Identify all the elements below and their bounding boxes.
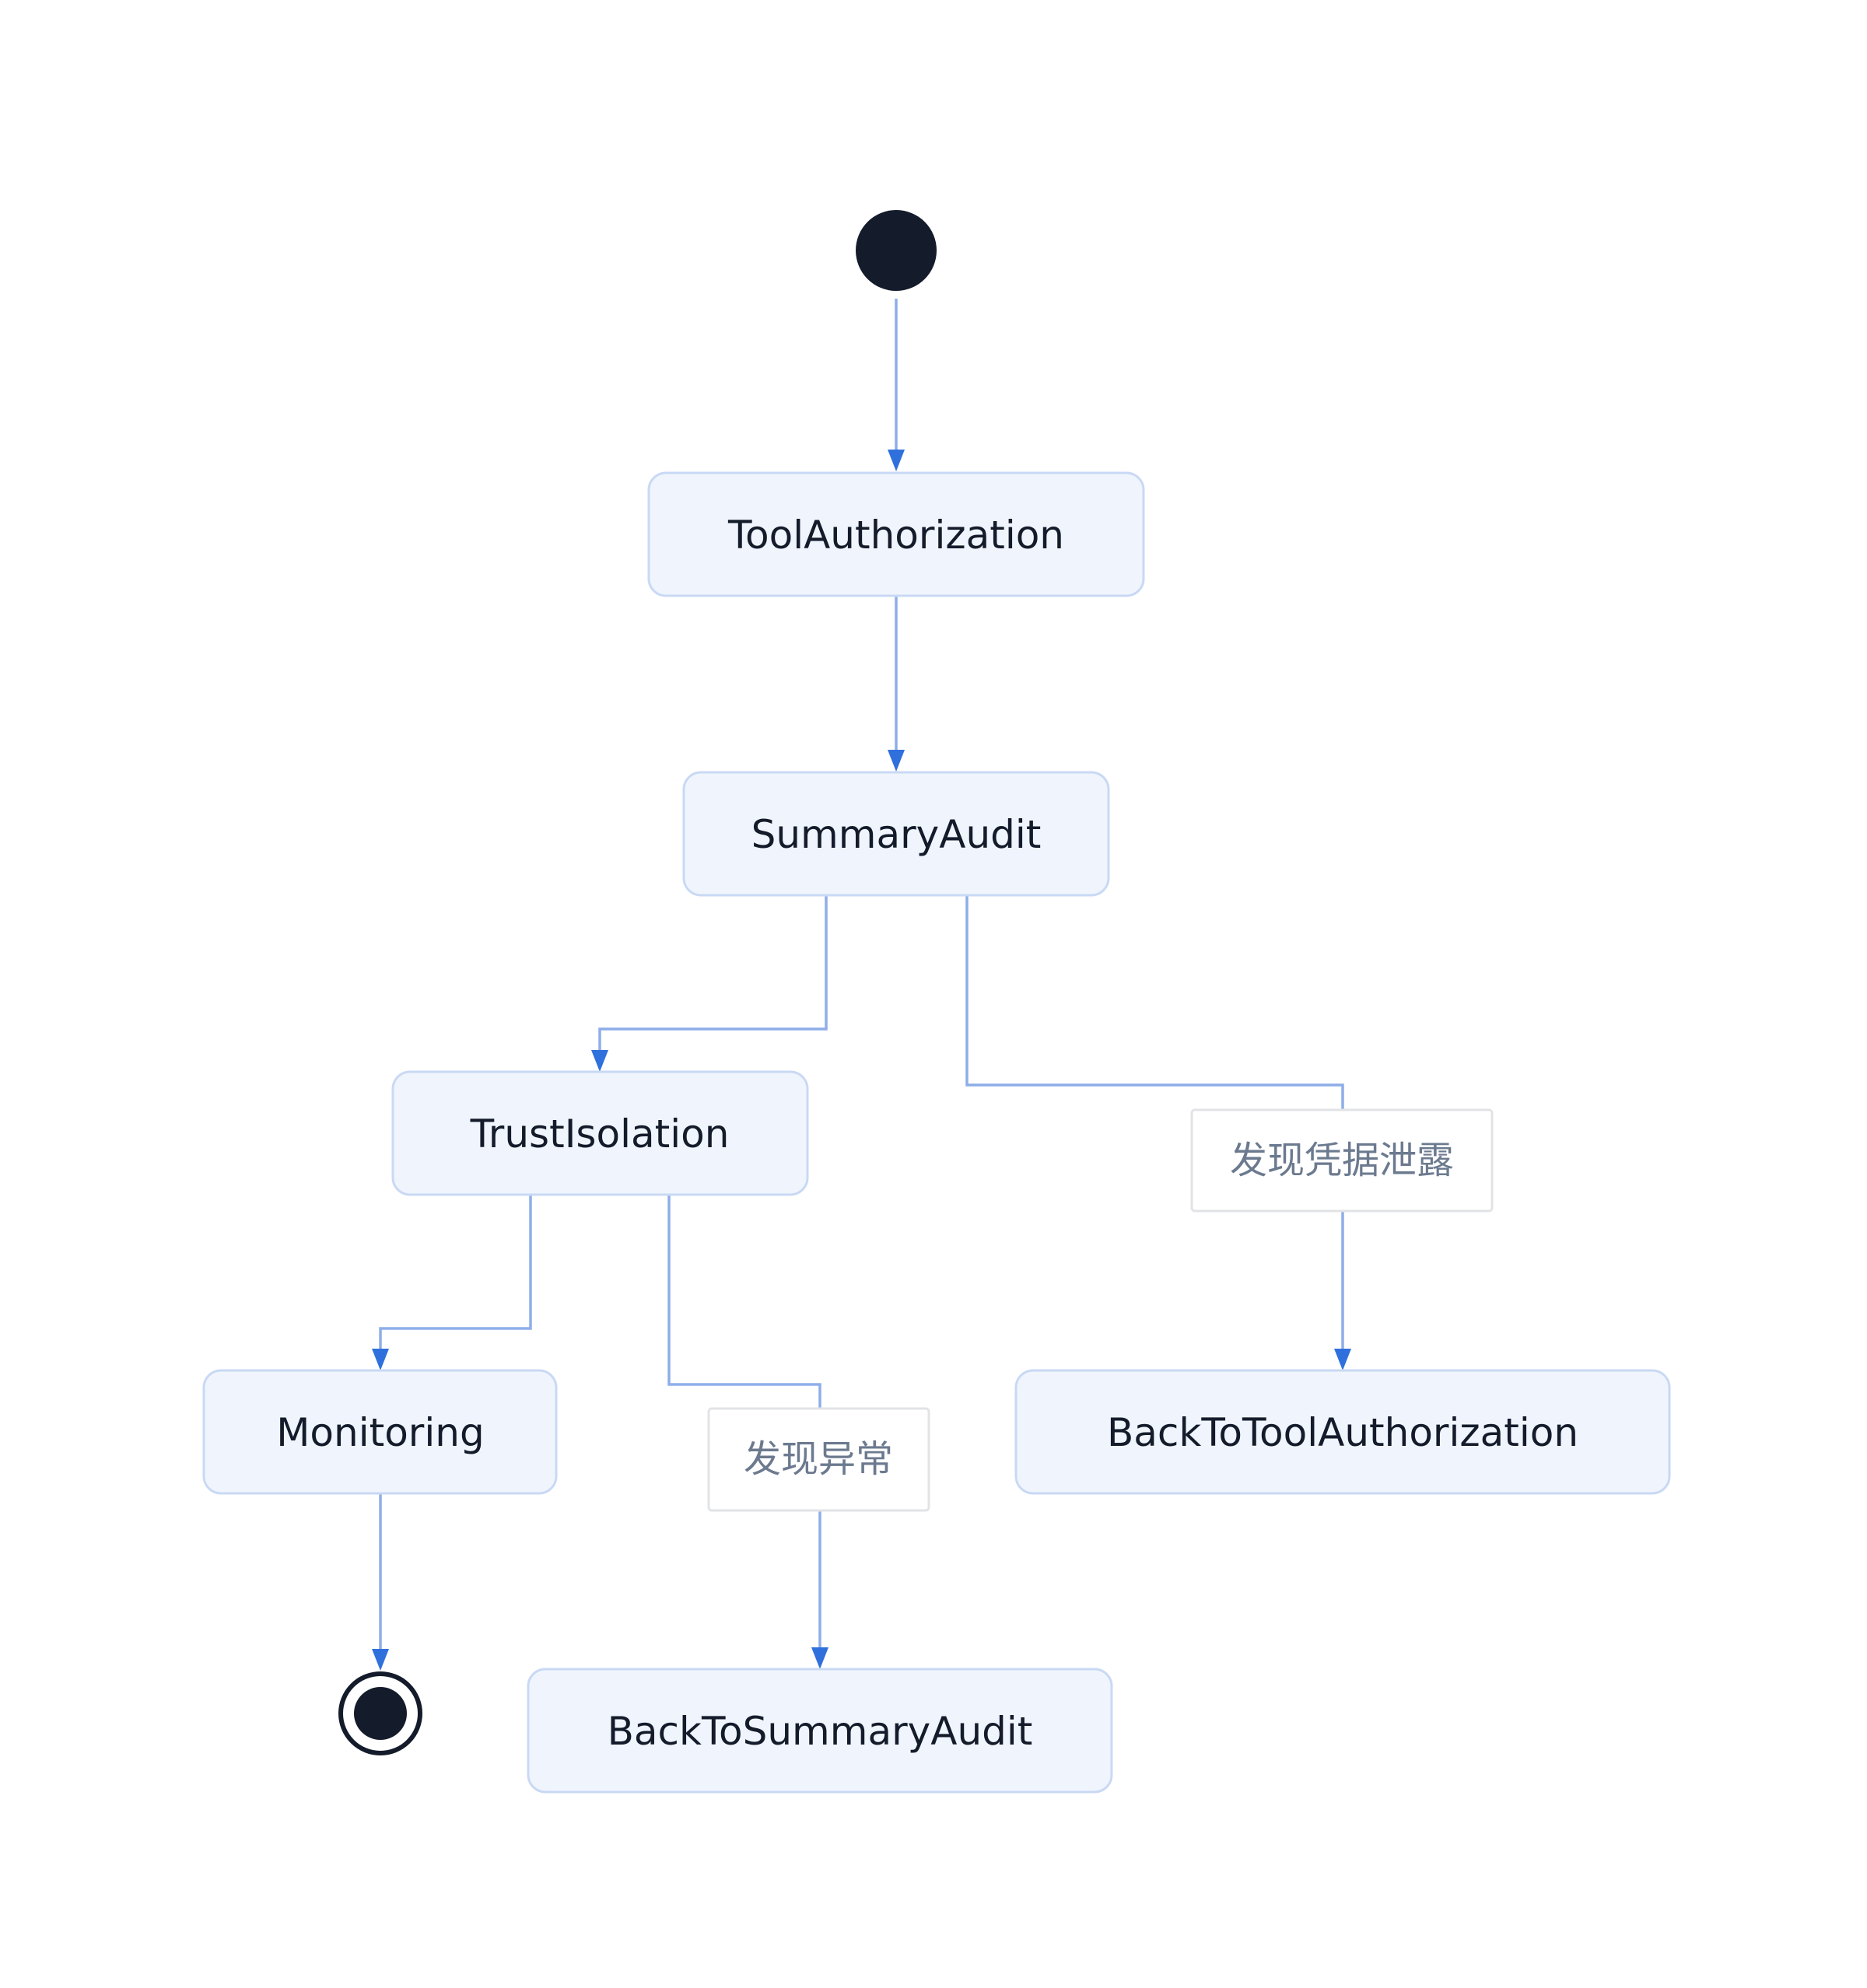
- state-label: SummaryAudit: [751, 812, 1042, 857]
- state-label: Monitoring: [276, 1410, 484, 1455]
- state-tool-authorization: ToolAuthorization: [647, 471, 1145, 597]
- state-label: ToolAuthorization: [727, 513, 1064, 558]
- edge-summary-audit-to-back-to-tool-authorization: [965, 896, 1351, 1370]
- state-trust-isolation: TrustIsolation: [391, 1070, 809, 1196]
- state-label: TrustIsolation: [470, 1111, 730, 1157]
- end-node: [338, 1671, 422, 1755]
- edge-trust-isolation-to-back-to-summary-audit: [667, 1195, 828, 1669]
- edge-start-to-tool-authorization: [888, 299, 905, 471]
- state-monitoring: Monitoring: [202, 1369, 558, 1495]
- transition-label-credential-leak: 发现凭据泄露: [1190, 1108, 1494, 1213]
- edge-summary-audit-to-trust-isolation: [591, 896, 828, 1072]
- edge-trust-isolation-to-monitoring: [372, 1195, 532, 1370]
- edge-monitoring-to-end: [372, 1493, 389, 1671]
- transition-label-text: 发现凭据泄露: [1230, 1139, 1454, 1182]
- transition-label-text: 发现异常: [744, 1437, 893, 1481]
- start-node: [856, 210, 937, 291]
- state-back-to-summary-audit: BackToSummaryAudit: [527, 1668, 1113, 1794]
- edge-tool-authorization-to-summary-audit: [888, 596, 905, 772]
- state-summary-audit: SummaryAudit: [682, 771, 1110, 897]
- state-back-to-tool-authorization: BackToToolAuthorization: [1014, 1369, 1671, 1495]
- transition-label-anomaly: 发现异常: [707, 1407, 930, 1512]
- state-label: BackToSummaryAudit: [608, 1709, 1033, 1754]
- state-label: BackToToolAuthorization: [1107, 1410, 1578, 1455]
